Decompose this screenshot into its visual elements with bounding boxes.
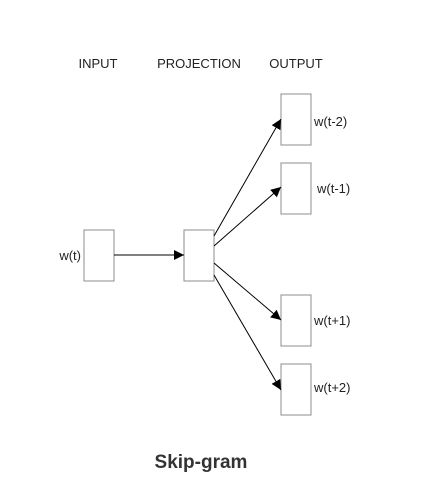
- header-output: OUTPUT: [269, 56, 323, 71]
- header-input: INPUT: [79, 56, 118, 71]
- arrow-projection-to-t-plus-1: [213, 262, 282, 321]
- output-node-t-plus-2: [280, 363, 312, 416]
- diagram-title: Skip-gram: [155, 452, 248, 473]
- projection-node: [183, 229, 215, 282]
- output-node-t-minus-2: [280, 93, 312, 146]
- output-label-t-plus-2: w(t+2): [313, 380, 350, 395]
- arrow-projection-to-t-minus-1: [213, 186, 282, 247]
- output-label-t-minus-1: w(t-1): [316, 181, 350, 196]
- input-node: [83, 229, 115, 282]
- input-node-label: w(t): [58, 248, 81, 263]
- arrow-projection-to-t-plus-2: [213, 274, 282, 391]
- output-node-t-minus-1: [280, 162, 312, 215]
- output-node-t-plus-1: [280, 294, 312, 347]
- output-label-t-plus-1: w(t+1): [313, 313, 350, 328]
- header-projection: PROJECTION: [157, 56, 241, 71]
- output-label-t-minus-2: w(t-2): [313, 114, 347, 129]
- arrow-projection-to-t-minus-2: [213, 118, 282, 237]
